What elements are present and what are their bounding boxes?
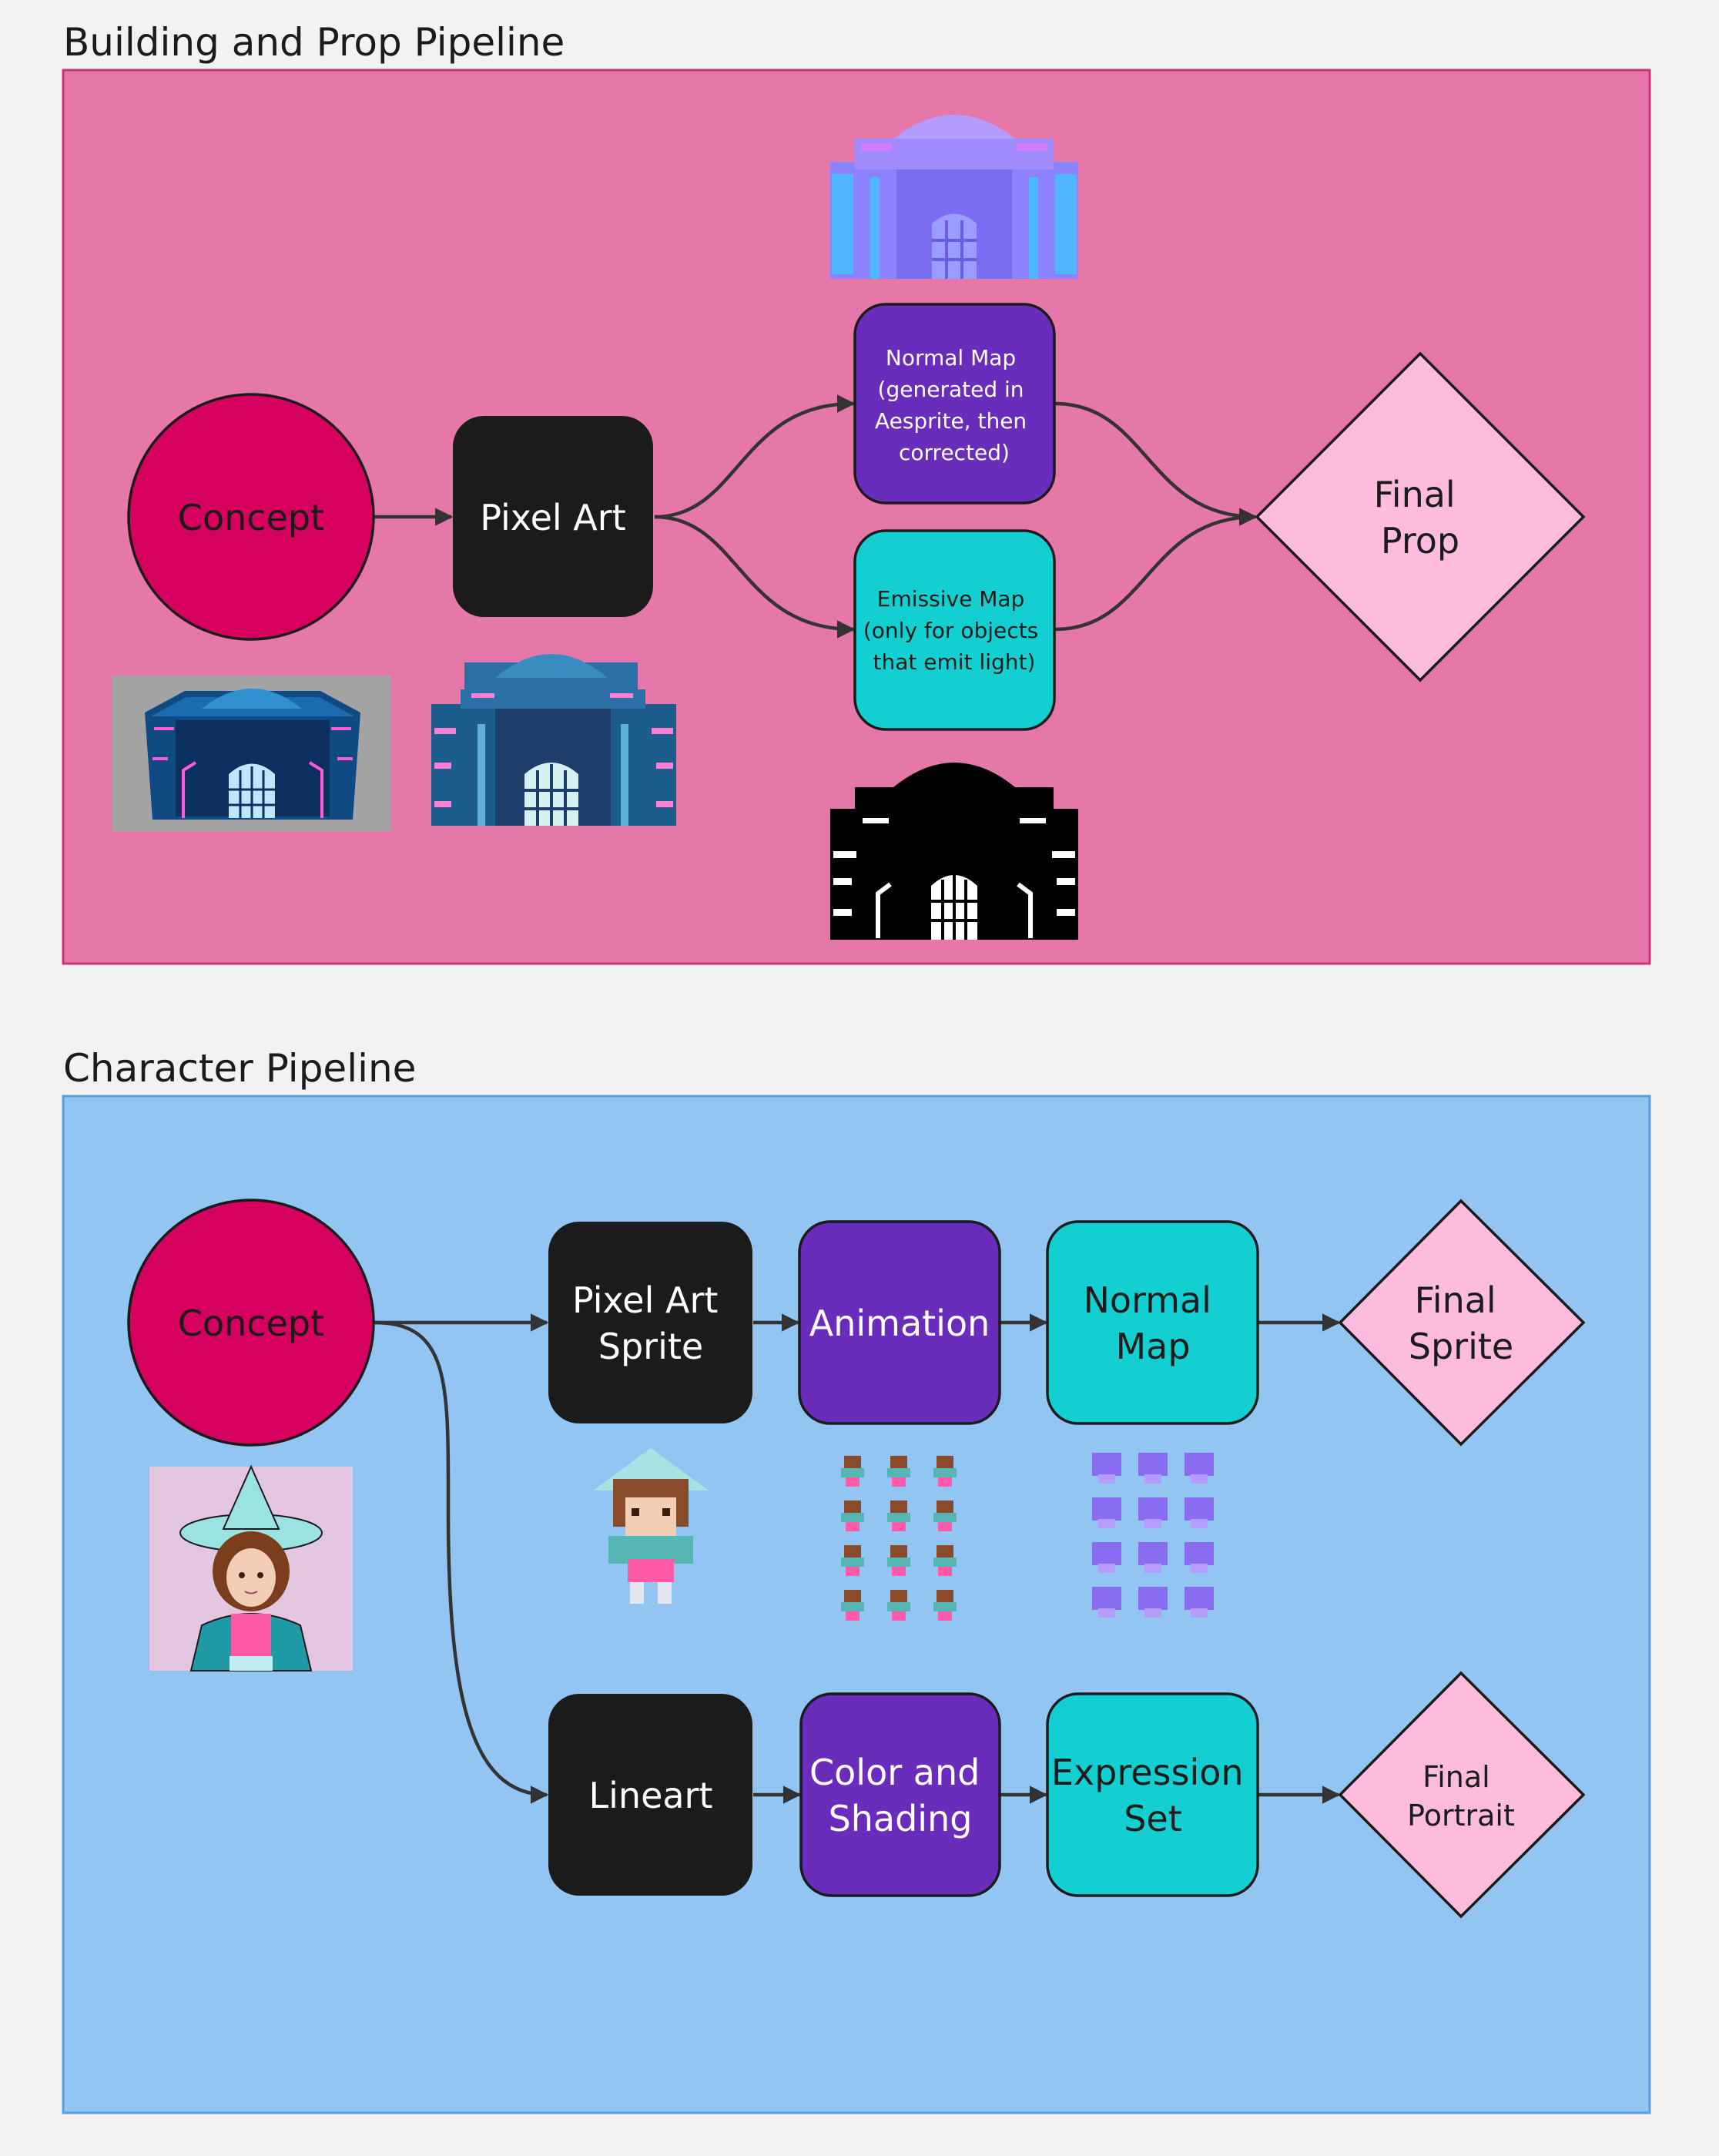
character-final-portrait-node[interactable]: Final Portrait [1338,1671,1586,1919]
character-pixel-art-sprite-node[interactable]: Pixel Art Sprite [548,1222,752,1423]
building-emissive-map-label: Emissive Map (only for objects that emit… [863,586,1045,675]
building-section-title: Building and Prop Pipeline [63,20,565,65]
character-animation-label: Animation [809,1303,990,1344]
character-expression-set-label: Expression Set [1051,1752,1255,1839]
building-final-prop-label: Final Prop [1374,474,1467,562]
character-color-shading-label: Color and Shading [809,1752,991,1839]
edge-emissivemap-finalprop [1054,508,1258,632]
building-emissive-map-image [830,763,1078,940]
building-pixel-art-node[interactable]: Pixel Art [453,416,653,617]
building-normal-map-label: Normal Map (generated in Aesprite, then … [875,345,1034,465]
character-normal-map-label: Normal Map [1083,1279,1222,1367]
character-animation-sheet [841,1456,957,1621]
building-final-prop-node[interactable]: Final Prop [1255,351,1586,682]
building-pixel-art-image [431,654,676,826]
character-pixel-sprite [593,1448,709,1604]
character-animation-node[interactable]: Animation [798,1220,1001,1425]
character-pixel-art-sprite-label: Pixel Art Sprite [572,1279,729,1367]
building-emissive-map-node[interactable]: Emissive Map (only for objects that emit… [853,529,1056,731]
edge-concept-lineart [374,1320,549,1804]
edge-pixelart-emissivemap [654,515,856,639]
character-final-sprite-node[interactable]: Final Sprite [1338,1199,1586,1447]
character-lineart-label: Lineart [589,1775,713,1816]
character-concept-label: Concept [178,1303,324,1344]
building-concept-node[interactable]: Concept [127,393,375,641]
character-final-sprite-label: Final Sprite [1409,1279,1513,1367]
character-expression-set-node[interactable]: Expression Set [1046,1692,1259,1897]
character-concept-node[interactable]: Concept [127,1199,375,1447]
building-normal-map-node[interactable]: Normal Map (generated in Aesprite, then … [853,303,1056,505]
character-color-shading-node[interactable]: Color and Shading [799,1692,1001,1897]
character-section-title: Character Pipeline [63,1046,416,1091]
character-normal-map-sheet [1092,1453,1214,1618]
character-concept-portrait [149,1464,353,1671]
edge-pixelart-normalmap [654,394,856,519]
edge-normalmap-finalprop [1054,401,1258,526]
character-normal-map-node[interactable]: Normal Map [1046,1220,1259,1425]
building-pixel-art-label: Pixel Art [480,497,625,538]
building-concept-label: Concept [178,497,324,538]
building-normal-map-image [830,115,1078,279]
character-lineart-node[interactable]: Lineart [548,1694,752,1896]
character-final-portrait-label: Final Portrait [1407,1760,1515,1832]
building-concept-image [112,676,391,831]
